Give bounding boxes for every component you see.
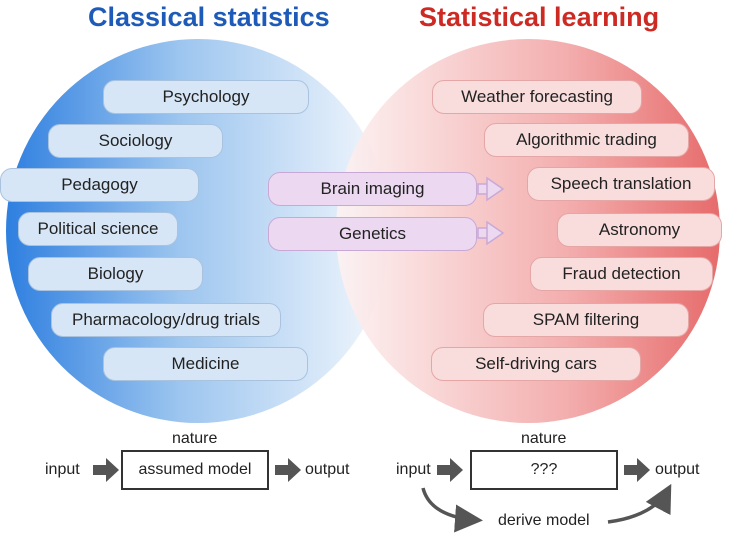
field-astronomy: Astronomy [557, 213, 722, 247]
field-biology: Biology [28, 257, 203, 291]
field-political-science: Political science [18, 212, 178, 246]
left-input-label: input [45, 461, 80, 478]
field-psychology: Psychology [103, 80, 309, 114]
statistical-learning-title: Statistical learning [419, 2, 660, 32]
brain-imaging-arrow-icon [477, 176, 505, 202]
left-nature-label: nature [172, 430, 218, 447]
right-input-label: input [396, 461, 431, 478]
unknown-model-box: ??? [470, 450, 618, 490]
derive-out-curve-icon [607, 483, 672, 524]
left-input-arrow-icon [93, 458, 119, 482]
right-output-label: output [655, 461, 700, 478]
left-output-label: output [305, 461, 350, 478]
field-pedagogy: Pedagogy [0, 168, 199, 202]
field-brain-imaging: Brain imaging [268, 172, 477, 206]
field-algorithmic-trading: Algorithmic trading [484, 123, 689, 157]
field-fraud-detection: Fraud detection [530, 257, 713, 291]
field-self-driving-cars: Self-driving cars [431, 347, 641, 381]
derive-in-curve-icon [421, 487, 483, 533]
derive-model-label: derive model [498, 512, 590, 529]
field-spam-filtering: SPAM filtering [483, 303, 689, 337]
left-output-arrow-icon [275, 458, 301, 482]
field-pharmacology: Pharmacology/drug trials [51, 303, 281, 337]
field-speech-translation: Speech translation [527, 167, 715, 201]
right-nature-label: nature [521, 430, 567, 447]
right-input-arrow-icon [437, 458, 463, 482]
field-sociology: Sociology [48, 124, 223, 158]
field-genetics: Genetics [268, 217, 477, 251]
field-medicine: Medicine [103, 347, 308, 381]
right-output-arrow-icon [624, 458, 650, 482]
assumed-model-box: assumed model [121, 450, 269, 490]
classical-statistics-title: Classical statistics [88, 2, 330, 32]
genetics-arrow-icon [477, 220, 505, 246]
field-weather-forecasting: Weather forecasting [432, 80, 642, 114]
